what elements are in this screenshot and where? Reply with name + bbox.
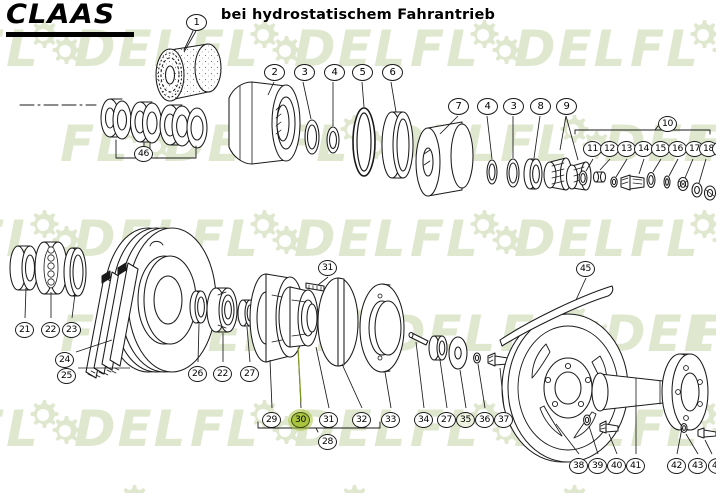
- callout-5[interactable]: 5: [352, 64, 373, 81]
- part-5-large-oring: [352, 107, 376, 177]
- part-4b-oring: [486, 159, 498, 185]
- callout-25[interactable]: 25: [57, 368, 76, 384]
- part-3-seal-ring: [304, 119, 320, 155]
- callout-37[interactable]: 37: [494, 412, 513, 428]
- part-37-bolt: [487, 352, 509, 367]
- callout-6[interactable]: 6: [382, 64, 403, 81]
- part-3b-seal: [506, 158, 520, 188]
- part-38-brake-disc: [501, 313, 629, 463]
- part-43-washer: [680, 422, 688, 434]
- callout-41[interactable]: 41: [626, 458, 645, 474]
- part-1-flywheel: [155, 43, 222, 102]
- part-2-coupling-body: [228, 81, 301, 165]
- part-42-flange-hub: [661, 353, 709, 431]
- callout-42[interactable]: 42: [667, 458, 686, 474]
- part-12: [592, 171, 607, 183]
- callout-28[interactable]: 28: [318, 434, 337, 450]
- claas-logo: CLAAS: [6, 1, 136, 37]
- callout-46[interactable]: 46: [134, 146, 153, 162]
- part-30-bearing-insert: [271, 286, 319, 348]
- callout-3[interactable]: 3: [294, 64, 315, 81]
- callout-43[interactable]: 43: [688, 458, 707, 474]
- part-16: [663, 175, 671, 189]
- part-45-belt-strap: [499, 285, 614, 347]
- part-6-seal-collar: [381, 111, 414, 179]
- callout-4[interactable]: 4: [324, 64, 345, 81]
- callout-26[interactable]: 26: [188, 366, 207, 382]
- leader-lines: [24, 30, 713, 455]
- logo-underline-bar: [6, 32, 134, 37]
- part-4-oring: [326, 126, 340, 154]
- part-19: [703, 185, 716, 201]
- logo-text: CLAAS: [6, 0, 116, 30]
- callout-33[interactable]: 33: [381, 412, 400, 428]
- part-34-pin: [408, 331, 429, 346]
- callout-13[interactable]: 13: [617, 141, 636, 157]
- part-23-ring: [63, 247, 87, 297]
- callout-31[interactable]: 31: [319, 412, 338, 428]
- part-33-flange-ring: [359, 283, 405, 373]
- callout-24[interactable]: 24: [55, 352, 74, 368]
- part-32-cover-disc: [317, 277, 359, 367]
- part-27b-spacer: [428, 335, 448, 361]
- callout-10[interactable]: 10: [658, 116, 677, 132]
- page-header: CLAAS bei hydrostatischem Fahrantrieb: [0, 0, 716, 40]
- callout-34[interactable]: 34: [414, 412, 433, 428]
- part-40-bolt: [599, 420, 619, 434]
- part-35-washer: [448, 336, 468, 370]
- part-7-bearing-cup: [415, 121, 474, 197]
- part-36-lock-washer: [473, 352, 481, 364]
- callout-4[interactable]: 4: [477, 98, 498, 115]
- part-17: [677, 176, 689, 192]
- part-14-bolt: [620, 174, 645, 191]
- callout-1[interactable]: 1: [186, 14, 207, 31]
- callout-23[interactable]: 23: [62, 322, 81, 338]
- callout-3[interactable]: 3: [503, 98, 524, 115]
- callout-39[interactable]: 39: [588, 458, 607, 474]
- part-26-ring: [189, 290, 208, 324]
- part-21-race: [9, 245, 39, 291]
- callout-31[interactable]: 31: [318, 260, 337, 276]
- callout-38[interactable]: 38: [569, 458, 588, 474]
- callout-8[interactable]: 8: [530, 98, 551, 115]
- callout-21[interactable]: 21: [15, 322, 34, 338]
- callout-30[interactable]: 30: [291, 412, 310, 428]
- callout-45[interactable]: 45: [576, 261, 595, 277]
- callout-22[interactable]: 22: [41, 322, 60, 338]
- callout-36[interactable]: 36: [475, 412, 494, 428]
- page-title: bei hydrostatischem Fahrantrieb: [220, 7, 496, 23]
- callout-29[interactable]: 29: [262, 412, 281, 428]
- callout-18[interactable]: 18: [699, 141, 716, 157]
- part-44-bolt: [697, 427, 716, 439]
- callout-2[interactable]: 2: [264, 64, 285, 81]
- part-8-seal-ring: [523, 158, 543, 190]
- callout-9[interactable]: 9: [556, 98, 577, 115]
- callout-27[interactable]: 27: [437, 412, 456, 428]
- callout-7[interactable]: 7: [448, 98, 469, 115]
- part-15: [646, 171, 656, 189]
- part-13: [610, 176, 618, 188]
- part-22a-ball-bearing: [34, 241, 68, 295]
- part-22b-bearing: [206, 287, 238, 333]
- callout-16[interactable]: 16: [668, 141, 687, 157]
- part-11: [578, 170, 588, 186]
- callout-40[interactable]: 40: [607, 458, 626, 474]
- callout-32[interactable]: 32: [352, 412, 371, 428]
- callout-35[interactable]: 35: [456, 412, 475, 428]
- part-18: [691, 182, 703, 198]
- part-46-shim-stack: [19, 98, 208, 159]
- part-group-10-fasteners: [574, 125, 716, 201]
- callout-27[interactable]: 27: [240, 366, 259, 382]
- callout-22[interactable]: 22: [213, 366, 232, 382]
- part-39-washer: [583, 414, 591, 426]
